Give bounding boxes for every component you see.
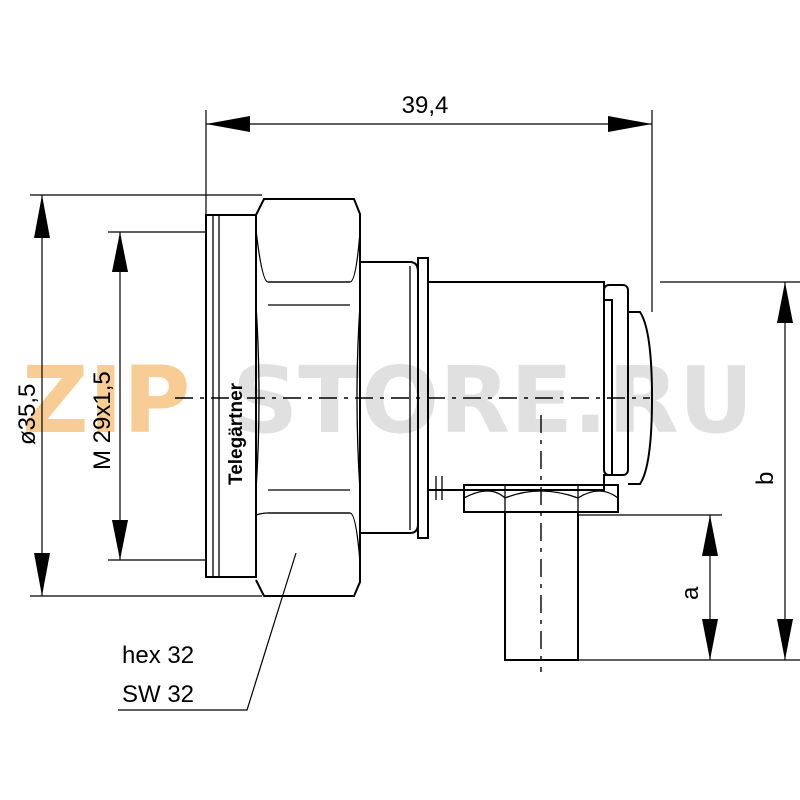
- dim-overall-length: [205, 110, 653, 312]
- hex-label-line1: hex 32: [122, 642, 194, 669]
- dim-thread: [108, 231, 206, 561]
- hex-label-line2: SW 32: [122, 681, 194, 708]
- flange: [205, 214, 257, 578]
- height-a-label: a: [677, 586, 704, 600]
- overall-length-label: 39,4: [402, 92, 449, 119]
- watermark-zip: ZIP: [22, 347, 190, 454]
- watermark: ZIP STORE.RU: [22, 347, 753, 454]
- watermark-store: STORE.RU: [232, 347, 753, 454]
- dim-height-b: [660, 281, 800, 660]
- angle-housing: [428, 281, 613, 491]
- dim-height-a: [578, 514, 800, 661]
- thread-label: M 29x1,5: [89, 371, 116, 470]
- dim-flange-diameter: [30, 194, 262, 597]
- height-b-label: b: [752, 472, 779, 485]
- brand-label: Telegärtner: [226, 382, 247, 485]
- lower-hex-nut: [463, 484, 619, 513]
- hex-leader-line: [118, 552, 297, 711]
- flange-diameter-label: ø35,5: [14, 384, 41, 445]
